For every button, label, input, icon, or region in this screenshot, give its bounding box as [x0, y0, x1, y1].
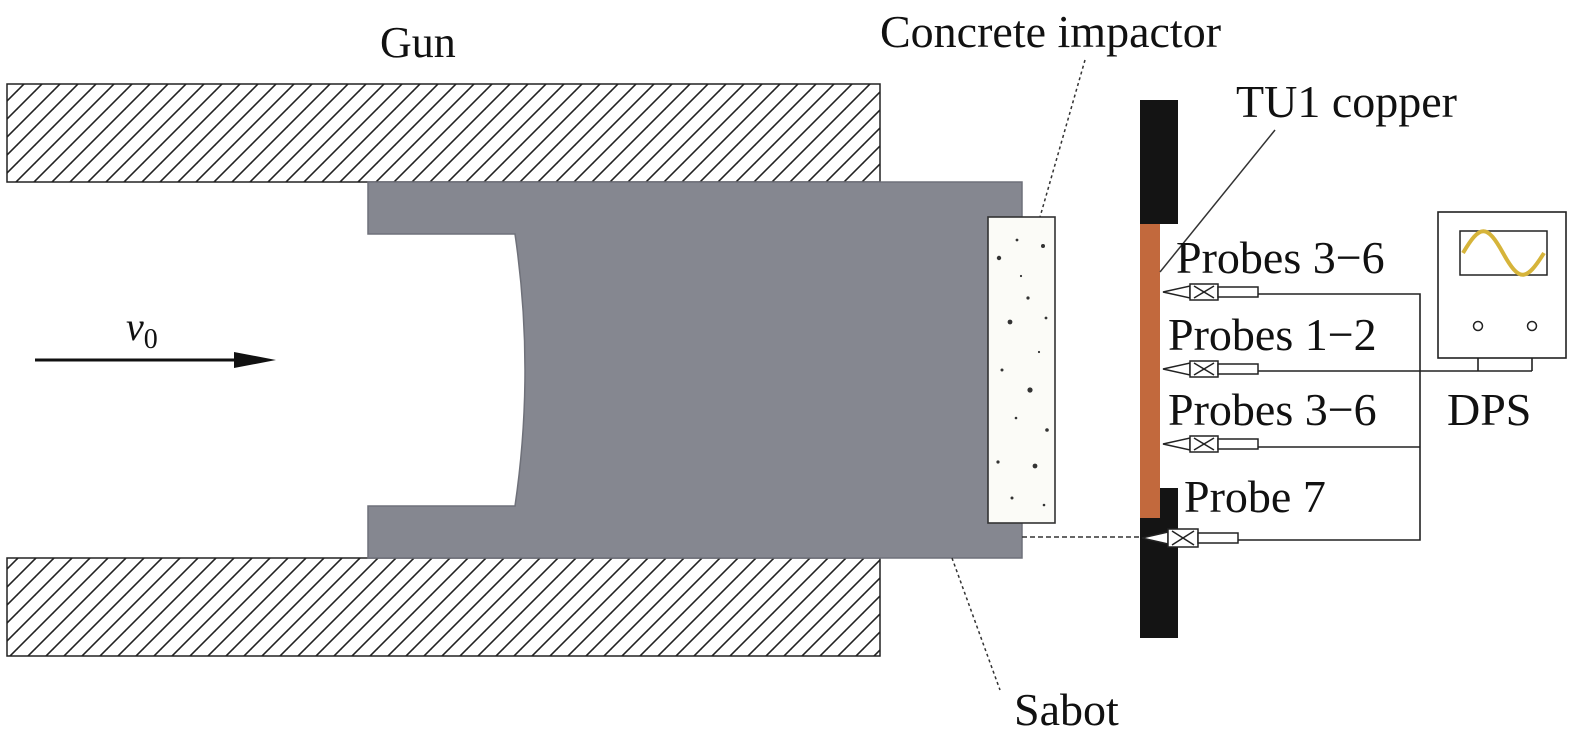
label-concrete-impactor: Concrete impactor [880, 6, 1221, 57]
gun-barrel-top-wall [6, 83, 881, 183]
probe-wiring [1238, 293, 1533, 541]
tu1-copper-plate [1140, 224, 1160, 518]
label-tu1-copper: TU1 copper [1236, 76, 1457, 127]
gun-barrel-bottom-wall [6, 557, 881, 657]
probe-icon [1141, 528, 1239, 548]
velocity-symbol: v [126, 304, 144, 349]
label-sabot: Sabot [1014, 684, 1119, 735]
velocity-arrow [35, 352, 276, 368]
concrete-impactor [987, 216, 1056, 524]
label-probes-bottom: Probes 3−6 [1168, 384, 1377, 435]
probe-icon [1162, 360, 1259, 378]
label-dps: DPS [1447, 384, 1531, 435]
leader-lines [951, 59, 1276, 691]
leader-tu1-copper [1159, 129, 1276, 273]
leader-sabot [951, 557, 1001, 691]
concrete-impactor-block [987, 216, 1056, 524]
sabot-body [367, 181, 1023, 559]
leader-concrete-impactor [1039, 59, 1086, 218]
concrete-aggregate-dots [996, 238, 1049, 507]
probe-set [1141, 283, 1259, 548]
velocity-subscript: 0 [144, 324, 158, 355]
oscilloscope-icon [1437, 211, 1567, 359]
label-velocity: v0 [126, 304, 158, 355]
probe-icon [1162, 283, 1259, 301]
label-probe-7: Probe 7 [1184, 471, 1326, 522]
label-gun: Gun [380, 18, 456, 67]
label-probes-middle: Probes 1−2 [1168, 309, 1377, 360]
gun-barrel [6, 83, 881, 657]
probe-icon [1162, 435, 1259, 453]
label-probes-top: Probes 3−6 [1176, 232, 1385, 283]
